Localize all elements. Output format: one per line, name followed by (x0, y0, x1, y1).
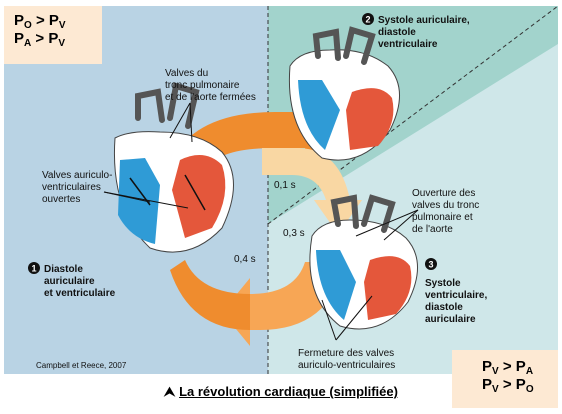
comparison-operator: > (31, 30, 48, 47)
duration-0-1: 0,1 s (274, 180, 296, 191)
duration-0-3: 0,3 s (283, 228, 305, 239)
pressure-symbol: P (49, 12, 59, 29)
pressure-symbol: P (482, 358, 492, 375)
phase3-number: 3 (428, 260, 433, 270)
credit-text: Campbell et Reece, 2007 (36, 361, 127, 370)
pressure-symbol: P (14, 12, 24, 29)
duration-0-4: 0,4 s (234, 254, 256, 265)
comparison-operator: > (32, 12, 49, 29)
caption-text: La révolution cardiaque (simplifiée) (179, 384, 398, 399)
pressure-top-line2: PA > PV (14, 30, 102, 48)
pressure-subscript: V (58, 38, 65, 49)
comparison-operator: > (499, 358, 516, 375)
phase2-number: 2 (365, 15, 370, 25)
pressure-symbol: P (48, 30, 58, 47)
phase1-number: 1 (31, 264, 36, 274)
pressure-box-top: PO > PV PA > PV (4, 6, 102, 64)
pressure-top-line1: PO > PV (14, 12, 102, 30)
caption-arrow-icon: ⮝ (164, 384, 175, 399)
label-av-close: Fermeture des valves auriculo-ventricula… (298, 348, 397, 371)
pressure-symbol: P (516, 358, 526, 375)
figure-caption: ⮝ La révolution cardiaque (simplifiée) (0, 384, 562, 400)
pressure-symbol: P (14, 30, 24, 47)
pressure-bottom-line1: PV > PA (482, 358, 558, 376)
